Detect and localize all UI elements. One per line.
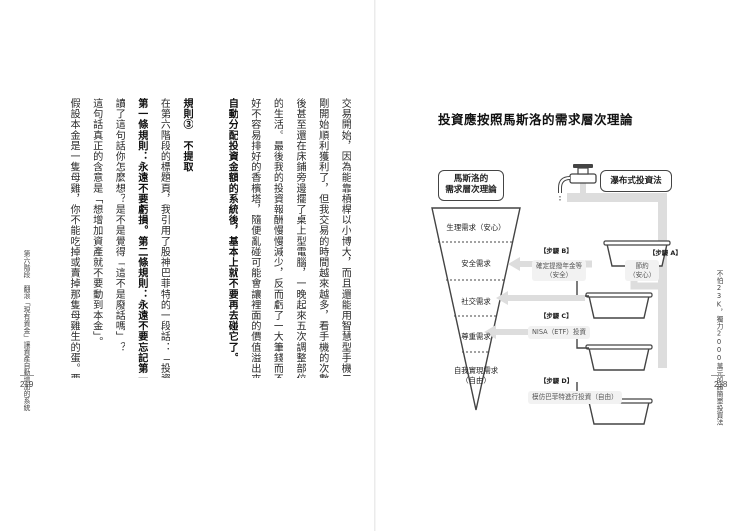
maslow-label: 馬斯洛的 需求層次理論 xyxy=(445,174,497,195)
step-b-desc: 確定提撥年金等 （安全） xyxy=(532,260,587,281)
level-social: 社交需求 xyxy=(461,297,491,306)
maslow-label-box: 馬斯洛的 需求層次理論 xyxy=(438,170,504,201)
text-column: 第一條規則：永遠不要虧損。第二條規則：永遠不要忘記第一條。」 xyxy=(135,98,148,378)
gutter xyxy=(374,0,376,531)
step-a-tag: 【步驟 A】 xyxy=(649,249,682,257)
text-column: 在第六階段的標題頁，我引用了股神巴菲特的一段話：「投資有兩個規則。 xyxy=(158,98,170,378)
diagram-title: 投資應按照馬斯洛的需求層次理論 xyxy=(438,112,634,127)
maslow-diagram: 投資應按照馬斯洛的需求層次理論 xyxy=(420,100,688,430)
text-column: 規則③ 不提取 xyxy=(181,98,194,173)
footer-rule-left xyxy=(20,375,34,376)
level-safety: 安全需求 xyxy=(461,259,491,268)
level-esteem: 尊重需求 xyxy=(461,332,491,341)
step-c-desc: NISA（ETF）投資 xyxy=(528,326,591,339)
page-number-right: 218 xyxy=(714,380,728,389)
waterfall-label: 瀑布式投資法 xyxy=(610,176,662,186)
step-b-tag: 【步驟 B】 xyxy=(540,247,573,255)
basin-icon-c xyxy=(576,328,653,371)
basin-icon-b xyxy=(574,260,653,319)
text-column: 自動分配投資金額的系統後，基本上就不要再去碰它了。 xyxy=(226,98,239,363)
step-c-tag: 【步驟 C】 xyxy=(540,312,573,320)
maslow-inverted-triangle xyxy=(431,207,521,411)
footer-rule-right xyxy=(711,375,725,376)
faucet-icon xyxy=(558,164,597,202)
faucet-pipe xyxy=(580,180,586,202)
text-column: 假設本金是一隻母雞，你不能吃掉或賣掉那隻母雞生的蛋。要把生下來的蛋 xyxy=(68,98,80,378)
level-self-actualization: 自我實現需求 （自由） xyxy=(453,366,499,385)
step-a-desc: 節約 （安心） xyxy=(625,260,660,281)
text-column: 這句話真正的含意是「想增加資產就不要動到本金」。 xyxy=(90,98,102,348)
text-column: 好不容易排好的香檳塔，隨便亂碰可能會讓裡面的價值溢出來。所以打造好 xyxy=(248,98,260,378)
arrow-c xyxy=(496,291,585,305)
text-column: 後甚至還在床鋪旁邊擺了桌上型電腦，一晚起來五次調整部位，度過了一段悲慘 xyxy=(294,98,306,378)
running-head-right: 不怕23K，獨力2000萬元的超簡單投資法 xyxy=(715,270,723,426)
text-column: 剛開始順利獲利了，但我交易的時間越來越多，看手機的次數也增加了，最 xyxy=(316,98,328,378)
right-page: 不怕23K，獨力2000萬元的超簡單投資法 218 xyxy=(375,0,750,531)
right-pipe-vertical xyxy=(658,193,667,368)
text-column: 讀了這句話你怎麼想？是不是覺得「這不是廢話嗎」？ xyxy=(113,98,125,353)
running-head-left: 第六階段 翻滾「現有資金」讓資產自動增加的系統 xyxy=(22,250,30,411)
text-column: 的生活。最後我的投資報酬慢慢減少，反而虧了一大筆錢而不玩了。 xyxy=(271,98,283,378)
left-page: 交易開始，因為能靠槓桿以小博大，而且還能用智慧型手機二十四小時交易。剛開始順利獲… xyxy=(20,98,351,411)
top-pipe-horizontal xyxy=(567,193,667,202)
page-number-left: 219 xyxy=(20,380,34,389)
step-d-desc: 模仿巴菲特進行投資（自由） xyxy=(528,391,622,404)
level-physiological: 生理需求（安心） xyxy=(446,223,506,232)
text-column: 交易開始，因為能靠槓桿以小博大，而且還能用智慧型手機二十四小時交易。 xyxy=(339,98,351,378)
waterfall-label-box: 瀑布式投資法 xyxy=(600,170,672,192)
step-d-tag: 【步驟 D】 xyxy=(540,377,574,385)
